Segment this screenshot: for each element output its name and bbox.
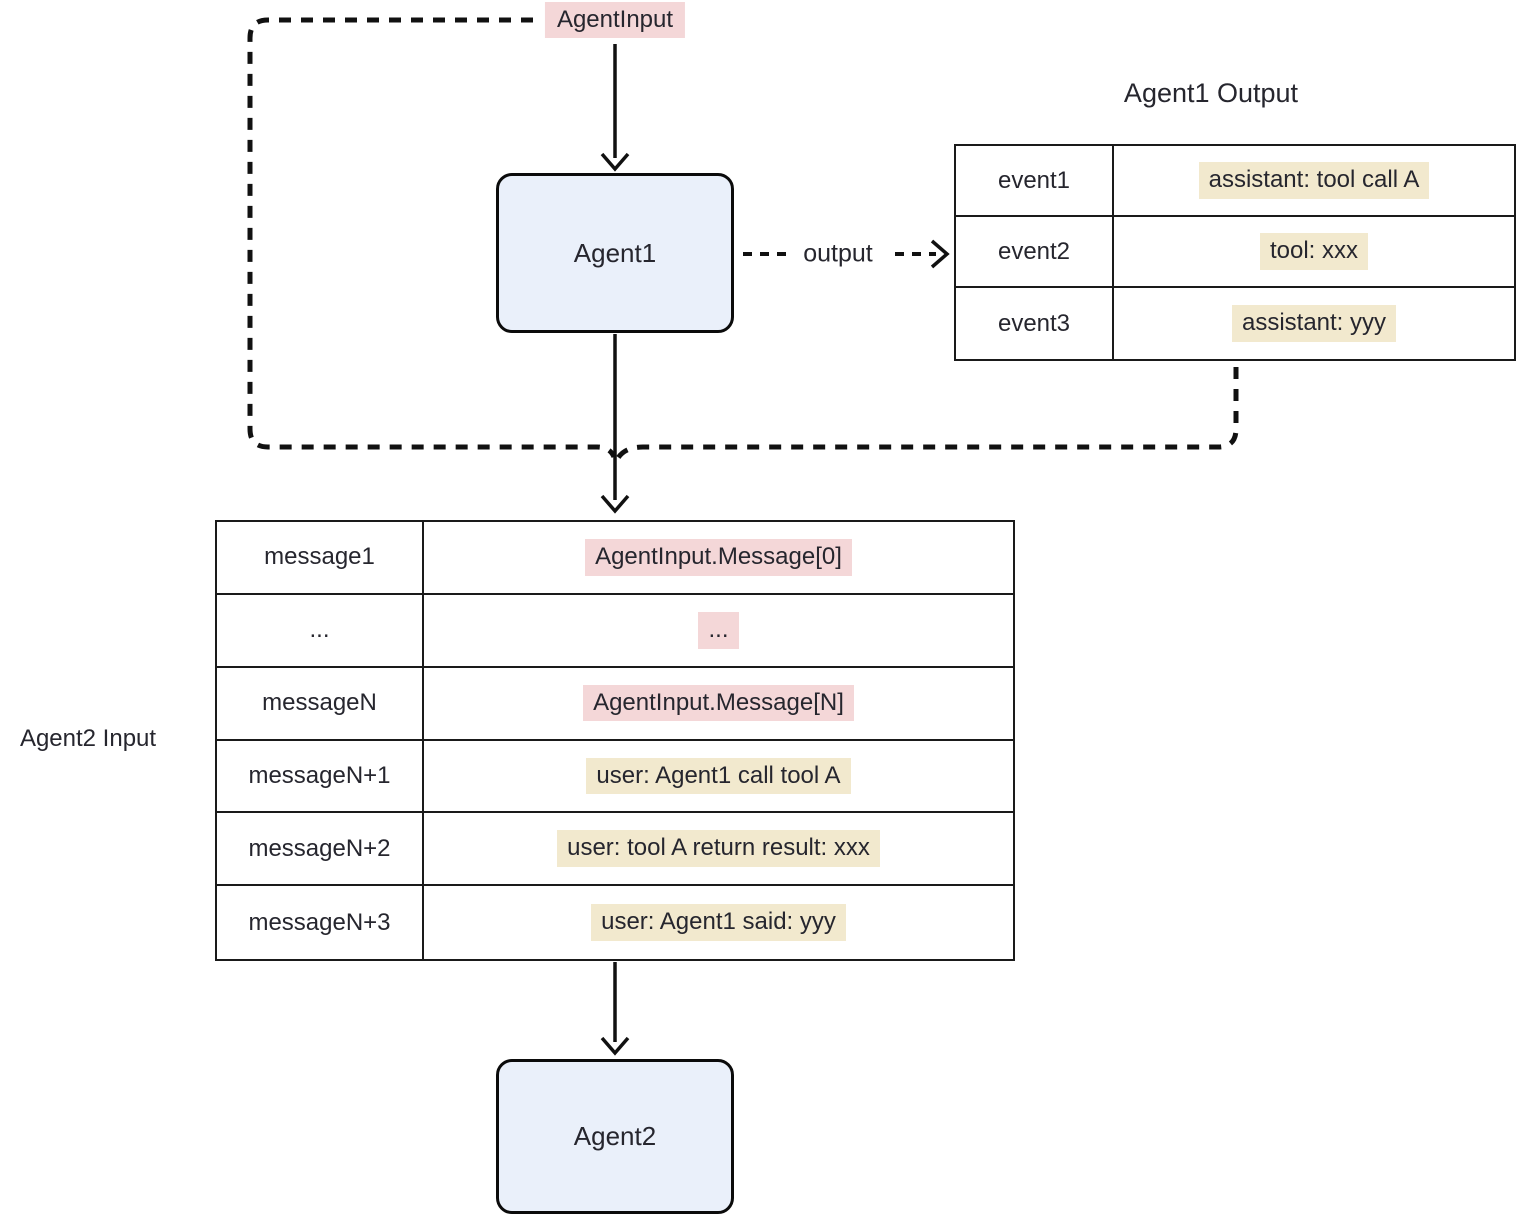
arrowhead-agentinput-to-agent1 [600, 152, 630, 172]
agent2-node: Agent2 [496, 1059, 734, 1214]
agent1-output-dashed-loop [615, 367, 1239, 460]
agent2-node-label: Agent2 [573, 1121, 657, 1151]
agent2-input-row-key: messageN+2 [217, 813, 424, 887]
agent2-input-side-label: Agent2 Input [19, 725, 157, 752]
agent2-input-row-value: user: Agent1 call tool A [424, 741, 1013, 814]
agent1-output-row-value: tool: xxx [1114, 217, 1514, 288]
agent1-output-row-key: event3 [956, 288, 1114, 359]
arrowhead-table-to-agent2 [600, 1036, 630, 1056]
highlighted-value: user: Agent1 said: yyy [591, 904, 846, 941]
agent1-output-table: event1 assistant: tool call A event2 too… [954, 144, 1516, 361]
highlighted-value: tool: xxx [1259, 233, 1369, 270]
agentinput-label: AgentInput [544, 2, 686, 38]
agent2-input-row-key: ... [217, 594, 424, 668]
agent1-output-row-value: assistant: yyy [1114, 288, 1514, 359]
agent2-input-table: message1 AgentInput.Message[0] ... ... m… [215, 520, 1015, 961]
agent2-input-row-value: AgentInput.Message[0] [424, 522, 1013, 595]
arrowhead-output [930, 239, 950, 269]
agent2-input-row-key: messageN [217, 667, 424, 741]
agent1-output-row-key: event2 [956, 217, 1114, 288]
agent2-input-row-value: ... [424, 595, 1013, 668]
agent1-node-label: Agent1 [573, 237, 657, 268]
agent2-input-row-key: messageN+3 [217, 886, 424, 959]
highlighted-value: AgentInput.Message[N] [583, 684, 854, 722]
arrowhead-agent1-to-table [600, 494, 630, 514]
highlighted-value: user: tool A return result: xxx [557, 830, 880, 868]
agent1-output-row-value: assistant: tool call A [1114, 146, 1514, 217]
agent2-input-row-value: AgentInput.Message[N] [424, 668, 1013, 741]
agent1-node: Agent1 [496, 173, 734, 333]
agent1-output-row-key: event1 [956, 146, 1114, 217]
highlighted-value: user: Agent1 call tool A [586, 757, 851, 795]
agent2-input-row-key: messageN+1 [217, 740, 424, 814]
agent2-input-row-value: user: Agent1 said: yyy [424, 886, 1013, 959]
output-edge-label: output [797, 239, 879, 269]
agent2-input-row-key: message1 [217, 522, 424, 595]
highlighted-value: assistant: yyy [1231, 305, 1397, 342]
agent1-output-title: Agent1 Output [1123, 78, 1299, 108]
highlighted-value: AgentInput.Message[0] [585, 539, 852, 576]
agent2-input-row-value: user: tool A return result: xxx [424, 813, 1013, 887]
highlighted-value: ... [698, 611, 739, 649]
highlighted-value: assistant: tool call A [1198, 162, 1430, 199]
